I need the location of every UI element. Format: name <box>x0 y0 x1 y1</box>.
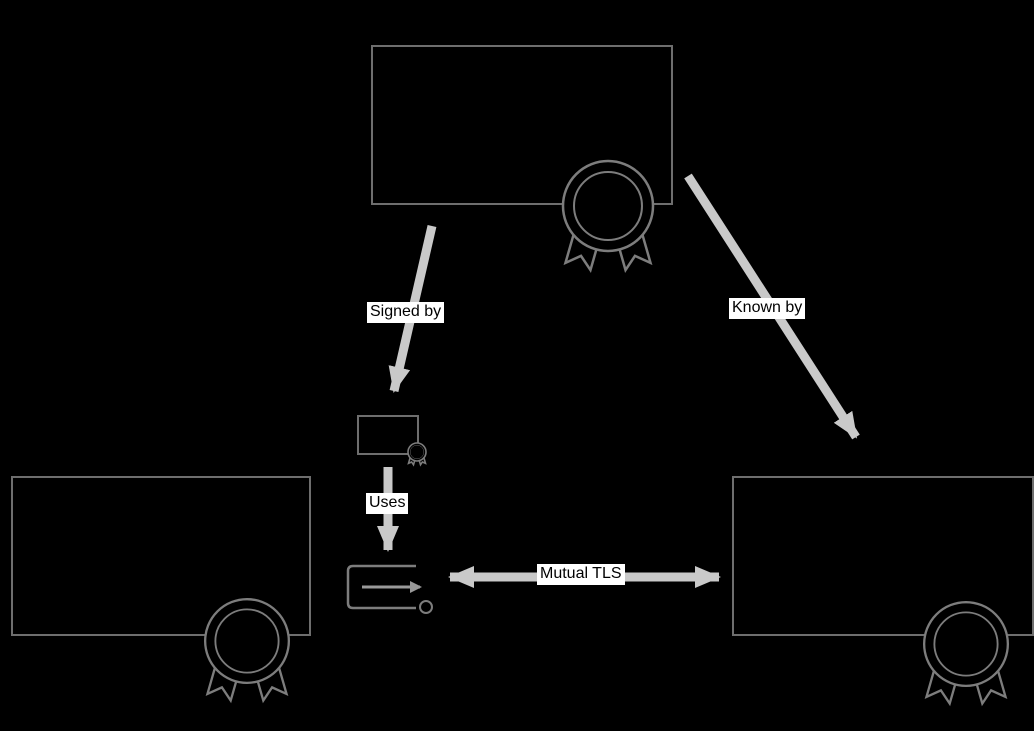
edge-label-uses: Uses <box>366 493 409 514</box>
edge-label-signed-by: Signed by <box>367 302 445 323</box>
connection-bracket <box>346 564 416 610</box>
seal-inner-circle <box>933 611 999 677</box>
certificate-seal-icon <box>203 597 291 702</box>
edge-label-known-by: Known by <box>729 298 806 319</box>
seal-inner-circle <box>573 171 643 241</box>
left-certificate-node <box>11 476 311 702</box>
seal-inner-circle <box>214 608 280 674</box>
connection-arrow-icon <box>346 564 433 614</box>
small-certificate-seal-icon <box>407 442 427 466</box>
certificate-seal-icon <box>561 159 655 272</box>
right-certificate-node <box>732 476 1034 705</box>
edge-label-mutual-tls: Mutual TLS <box>537 564 625 585</box>
small-certificate-icon <box>357 415 427 466</box>
certificate-seal-icon <box>922 600 1010 705</box>
top-certificate-node <box>371 45 673 272</box>
small-certificate-box <box>357 415 419 455</box>
connection-badge <box>419 600 433 614</box>
seal-inner-circle <box>409 444 425 460</box>
